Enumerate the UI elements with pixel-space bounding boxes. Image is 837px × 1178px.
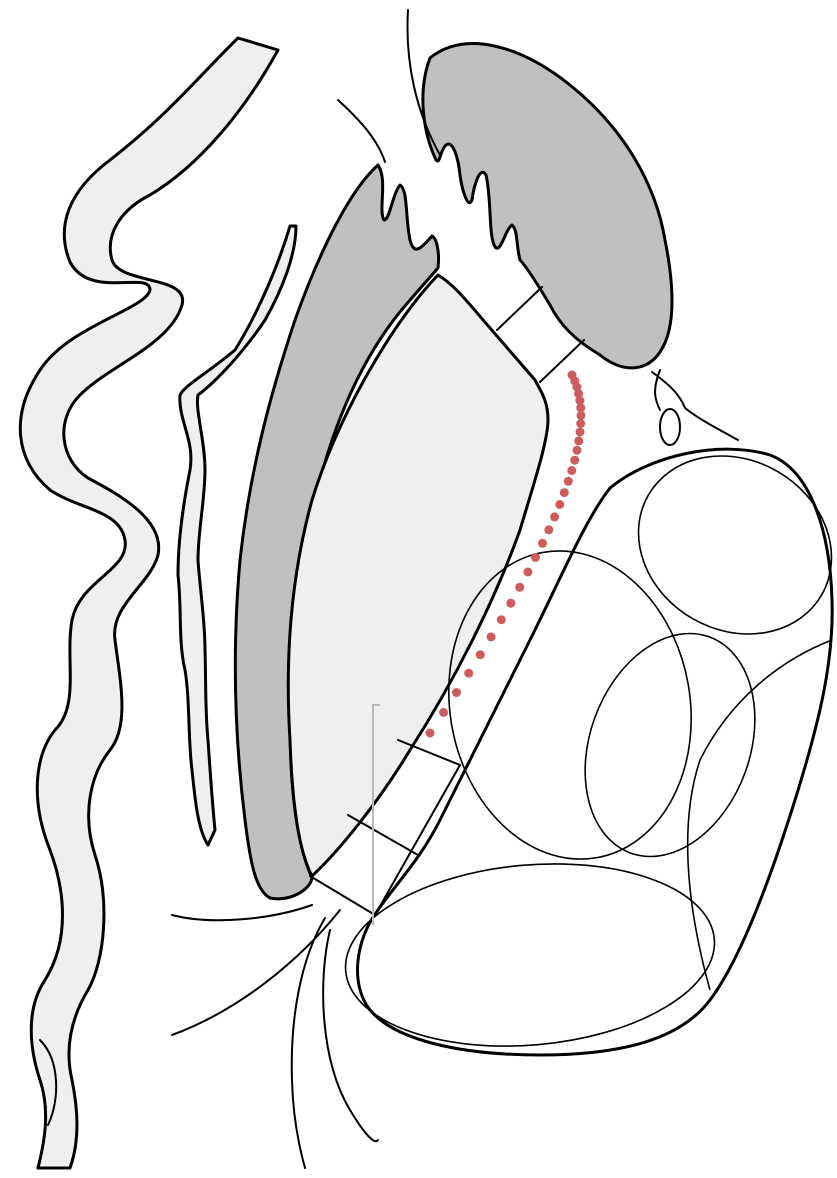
red-dot <box>576 419 585 428</box>
red-dot <box>577 411 586 420</box>
red-dot <box>538 539 547 548</box>
red-dot <box>576 428 585 437</box>
red-dot <box>567 466 576 475</box>
lower-curve-mid <box>172 910 340 1035</box>
red-dot <box>544 525 553 534</box>
red-dot <box>426 729 435 738</box>
red-dot <box>574 436 583 445</box>
upper-connector-line-1 <box>497 287 542 330</box>
red-dot <box>564 477 573 486</box>
red-dot <box>464 669 473 678</box>
red-dot <box>570 456 579 465</box>
red-dot <box>523 568 532 577</box>
lower-curve-left <box>172 905 312 920</box>
red-dot <box>550 512 559 521</box>
lower-connector-line-3 <box>310 876 375 915</box>
red-dot <box>555 500 564 509</box>
red-dot <box>515 583 524 592</box>
red-dot <box>476 650 485 659</box>
top-curve-left <box>338 100 385 162</box>
red-dot <box>452 688 461 697</box>
red-dot <box>497 615 506 624</box>
red-dot <box>439 708 448 717</box>
small-oval <box>660 409 680 445</box>
red-dot <box>531 553 540 562</box>
red-dot <box>573 446 582 455</box>
red-dot <box>506 599 515 608</box>
lower-connector-line-2 <box>348 815 418 855</box>
red-dot <box>560 488 569 497</box>
red-dot <box>487 632 496 641</box>
upper-connector-line-2 <box>540 340 584 382</box>
